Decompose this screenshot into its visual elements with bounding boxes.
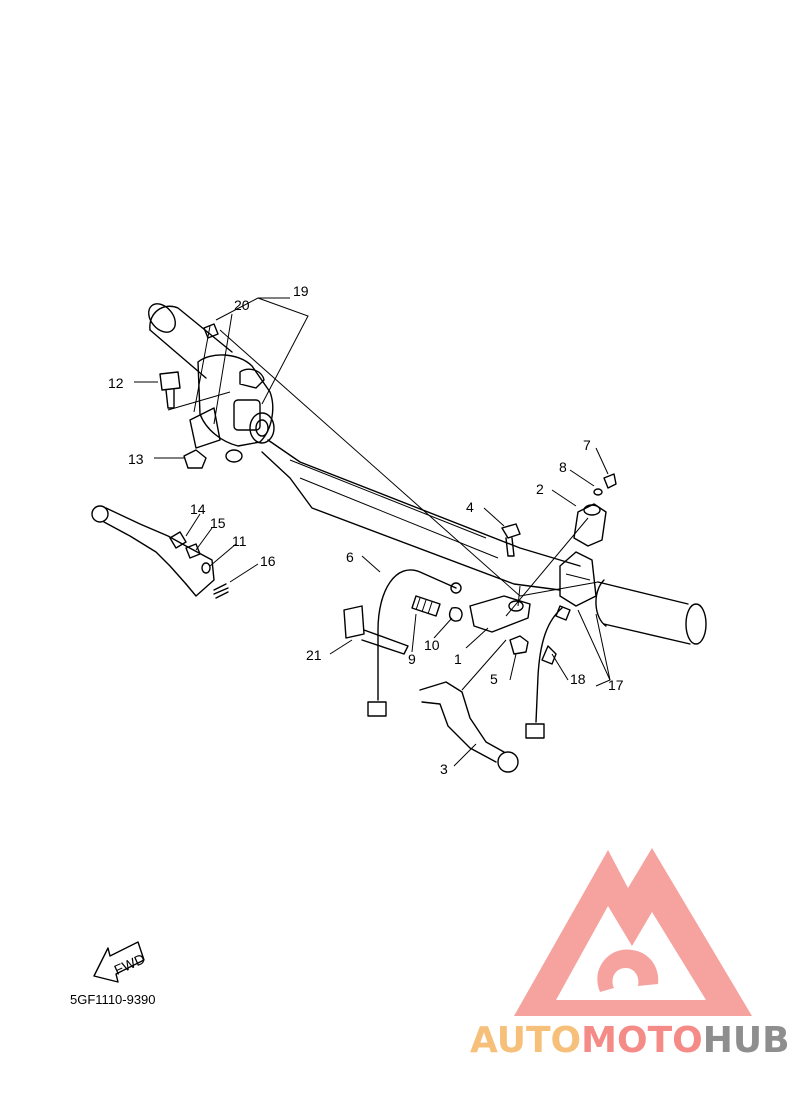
adjuster-part-9 (411, 595, 441, 617)
callout-16: 16 (260, 553, 276, 569)
callout-17: 17 (608, 677, 624, 693)
callout-13: 13 (128, 451, 144, 467)
clamp-part-2 (573, 503, 607, 547)
lever-part-3 (419, 681, 519, 773)
callout-9: 9 (408, 651, 416, 667)
bolt-part-4 (501, 523, 521, 557)
switch-cable-part-6 (367, 569, 462, 717)
bolt-part-14 (169, 531, 187, 549)
callout-12: 12 (108, 375, 124, 391)
handlebar (261, 439, 581, 591)
callout-4: 4 (466, 499, 474, 515)
fwd-arrow-icon: FWD (93, 941, 148, 983)
callout-5: 5 (490, 671, 498, 687)
nut-part-5 (509, 635, 529, 655)
screw-part-7 (593, 473, 617, 496)
screw-part-20 (203, 323, 219, 339)
callout-21: 21 (306, 647, 322, 663)
callout-10: 10 (424, 637, 440, 653)
watermark-hub: HUB (703, 1020, 790, 1061)
watermark-moto: MOTO (581, 1020, 703, 1061)
switch-part-18 (525, 605, 571, 739)
right-grip-assembly (559, 551, 707, 645)
clip-part-10 (448, 606, 463, 622)
watermark-text: AUTOMOTOHUB (470, 1020, 790, 1061)
watermark-auto: AUTO (470, 1020, 581, 1061)
callout-3: 3 (440, 761, 448, 777)
nut-part-15 (185, 543, 201, 559)
nut-part-13 (183, 449, 207, 469)
callout-11: 11 (232, 533, 247, 549)
callout-labels: 19 20 12 13 7 8 2 4 14 15 11 16 6 9 10 2… (108, 283, 624, 777)
callout-15: 15 (210, 515, 226, 531)
fwd-label: FWD (112, 950, 148, 978)
band-part-21 (343, 605, 409, 655)
callout-1: 1 (454, 651, 462, 667)
diagram-code: 5GF1110-9390 (70, 992, 156, 1007)
spring-part-16 (213, 583, 229, 599)
watermark-logo-icon (514, 848, 752, 1016)
bolt-part-12 (159, 371, 181, 409)
left-grip-assembly (148, 303, 275, 463)
left-lever-part-11 (91, 505, 215, 597)
callout-20: 20 (234, 297, 250, 313)
callout-8: 8 (559, 459, 567, 475)
callout-14: 14 (190, 501, 206, 517)
callout-7: 7 (583, 437, 591, 453)
callout-19: 19 (293, 283, 309, 299)
callout-2: 2 (536, 481, 544, 497)
callout-6: 6 (346, 549, 354, 565)
leader-lines (134, 297, 611, 767)
lever-bracket-part-1 (469, 595, 531, 633)
callout-18: 18 (570, 671, 586, 687)
